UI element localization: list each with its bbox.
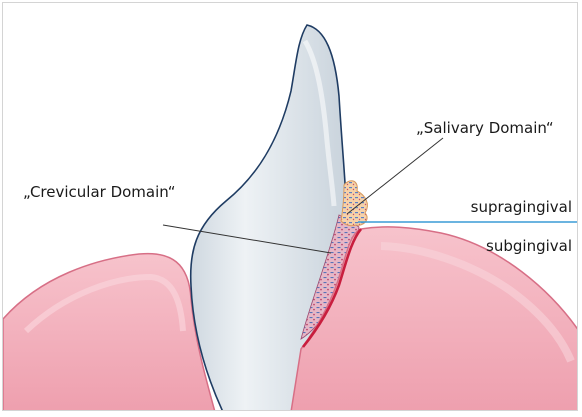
subgingival-label: subgingival xyxy=(486,237,572,255)
salivary-domain-label: „Salivary Domain“ xyxy=(416,119,554,137)
gingiva-left xyxy=(3,254,215,411)
supragingival-plaque xyxy=(341,181,367,226)
diagram-canvas: „Salivary Domain“ „Crevicular Domain“ su… xyxy=(3,3,578,411)
figure-frame: „Salivary Domain“ „Crevicular Domain“ su… xyxy=(2,2,578,411)
crevicular-domain-label: „Crevicular Domain“ xyxy=(23,183,175,201)
supragingival-label: supragingival xyxy=(471,198,572,216)
salivary-domain-leader xyxy=(347,138,443,214)
